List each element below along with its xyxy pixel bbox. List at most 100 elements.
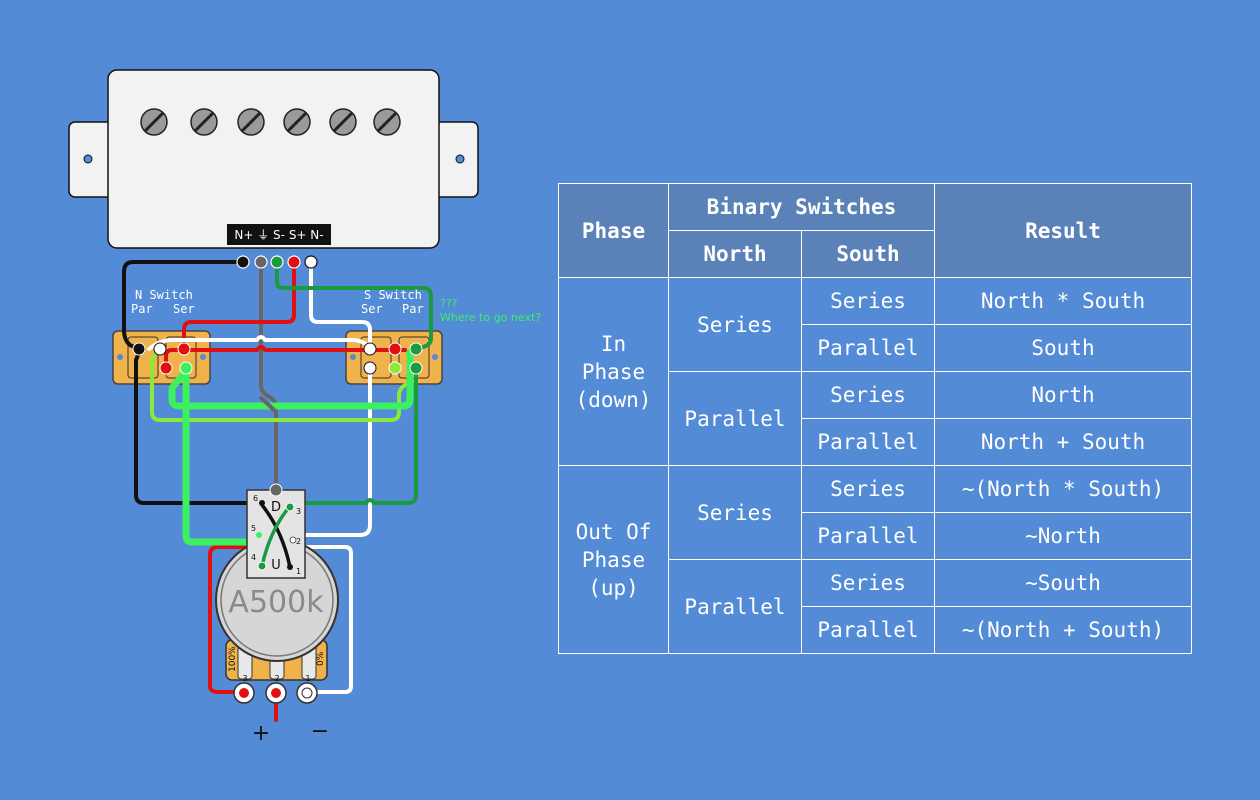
south-par-lug-bottom — [388, 361, 402, 375]
jumper-black — [260, 503, 292, 568]
south-ser-lug-bottom — [363, 361, 377, 375]
header-result: Result — [934, 183, 1192, 278]
push-pull-pin-dot-2 — [289, 536, 297, 544]
terminal-labels: N+ ⏚ S- S+ N- — [234, 228, 323, 242]
pole-screw — [373, 108, 401, 136]
south-par-lug-common — [409, 342, 423, 356]
north-par-lug-bottom — [159, 361, 173, 375]
north-ser-lug-bottom — [179, 361, 193, 375]
phase-line: Out Of — [575, 519, 652, 544]
output-labels: + − — [252, 719, 329, 746]
wire-lime — [150, 347, 407, 422]
wire-red-2 — [164, 345, 397, 370]
pole-screws — [140, 108, 401, 136]
wire-bright-green-2 — [168, 348, 414, 410]
phase-line: Phase — [581, 359, 646, 384]
output-plus: + — [252, 721, 270, 746]
push-pull-pin-dot-4 — [257, 561, 267, 571]
south-switch-ser-label: Ser — [361, 302, 383, 316]
mounting-hole-left — [83, 154, 93, 164]
wire-white-4 — [294, 545, 353, 694]
push-pull-pin-2: 2 — [296, 537, 301, 546]
pot-label: A500k — [228, 585, 324, 620]
header-south: South — [801, 230, 935, 278]
terminal-s-minus — [270, 255, 284, 269]
annotation-where-next: Where to go next? — [440, 311, 541, 324]
output-minus: − — [311, 719, 329, 744]
table-row: Parallel ~(North + South) — [559, 606, 1192, 654]
terminal-ground — [254, 255, 268, 269]
result-cell: ~North — [934, 512, 1192, 560]
phase-line: (up) — [588, 575, 639, 600]
phase-cell-out: Out Of Phase (up) — [558, 465, 669, 654]
north-par-lug-common — [153, 342, 167, 356]
result-cell: North * South — [934, 277, 1192, 325]
north-switch-par-label: Par — [131, 302, 153, 316]
mounting-hole-right — [455, 154, 465, 164]
north-switch-title: N Switch — [135, 288, 193, 302]
push-pull-pin-dot-6 — [259, 500, 265, 506]
push-pull-down-label: D — [271, 500, 281, 515]
pickup-body — [107, 69, 440, 249]
push-pull-pin-dot-5 — [256, 532, 262, 538]
pot-left-tag: 100% — [228, 646, 238, 672]
phase-line: (down) — [575, 387, 652, 412]
south-cell: Series — [801, 371, 935, 419]
wire-white-3 — [294, 366, 372, 537]
header-north: North — [668, 230, 802, 278]
terminal-label-plate — [227, 224, 331, 245]
south-par-lug-bottom-2 — [409, 361, 423, 375]
pole-screw — [140, 108, 168, 136]
table-row: Parallel ~North — [559, 512, 1192, 560]
south-ser-lug-top — [363, 342, 377, 356]
jumper-green — [260, 504, 292, 567]
pot-right-tag: 0% — [316, 651, 326, 666]
pot-lug-number-3: 3 — [242, 674, 247, 683]
pole-screw — [190, 108, 218, 136]
table-row: In Phase (down) Series Series North * So… — [558, 277, 1192, 466]
south-switch-title: S Switch — [364, 288, 422, 302]
result-cell: North — [934, 371, 1192, 419]
wire-black-lower — [134, 348, 264, 505]
south-par-lug-top — [388, 342, 402, 356]
push-pull-pin-4: 4 — [251, 553, 256, 562]
south-cell: Parallel — [801, 418, 935, 466]
north-cell: Parallel — [668, 371, 802, 466]
result-cell: ~(North + South) — [934, 606, 1192, 654]
south-cell: Series — [801, 465, 935, 513]
humbucker-pickup: N+ ⏚ S- S+ N- — [68, 69, 479, 249]
south-cell: Parallel — [801, 606, 935, 654]
push-pull-switch: D U 6 3 5 2 4 1 — [246, 483, 306, 579]
push-pull-pin-6: 6 — [253, 494, 258, 503]
terminal-s-plus — [287, 255, 301, 269]
table-row: Out Of Phase (up) Series Series ~(North … — [558, 465, 1192, 654]
push-pull-common-top — [269, 483, 283, 497]
north-switch-ser-label: Ser — [173, 302, 195, 316]
wire-gray-ground — [259, 260, 278, 492]
push-pull-pin-3: 3 — [296, 507, 301, 516]
truth-table: Phase Binary Switches Result North South… — [558, 183, 1192, 654]
terminal-n-plus — [236, 255, 250, 269]
switch-lugs — [132, 342, 423, 375]
wire-dark-green — [275, 260, 433, 351]
push-pull-pin-dot-3 — [285, 502, 295, 512]
result-cell: ~South — [934, 559, 1192, 607]
north-par-lug-top — [132, 342, 146, 356]
push-pull-pin-5: 5 — [251, 524, 256, 533]
south-cell: Series — [801, 277, 935, 325]
pole-screw — [283, 108, 311, 136]
south-cell: Parallel — [801, 512, 935, 560]
wire-black — [122, 260, 245, 352]
wire-dark-green-2 — [288, 366, 418, 512]
header-phase: Phase — [558, 183, 669, 278]
pot-lug-number-1: 1 — [305, 674, 310, 683]
phase-cell-in: In Phase (down) — [558, 277, 669, 466]
wire-red-pot — [208, 545, 257, 694]
wire-white — [309, 260, 372, 349]
pickup-terminals — [236, 255, 318, 269]
north-ser-lug-top — [177, 342, 191, 356]
north-cell: Series — [668, 465, 802, 560]
table-row: Parallel North + South — [559, 418, 1192, 466]
north-cell: Series — [668, 277, 802, 372]
